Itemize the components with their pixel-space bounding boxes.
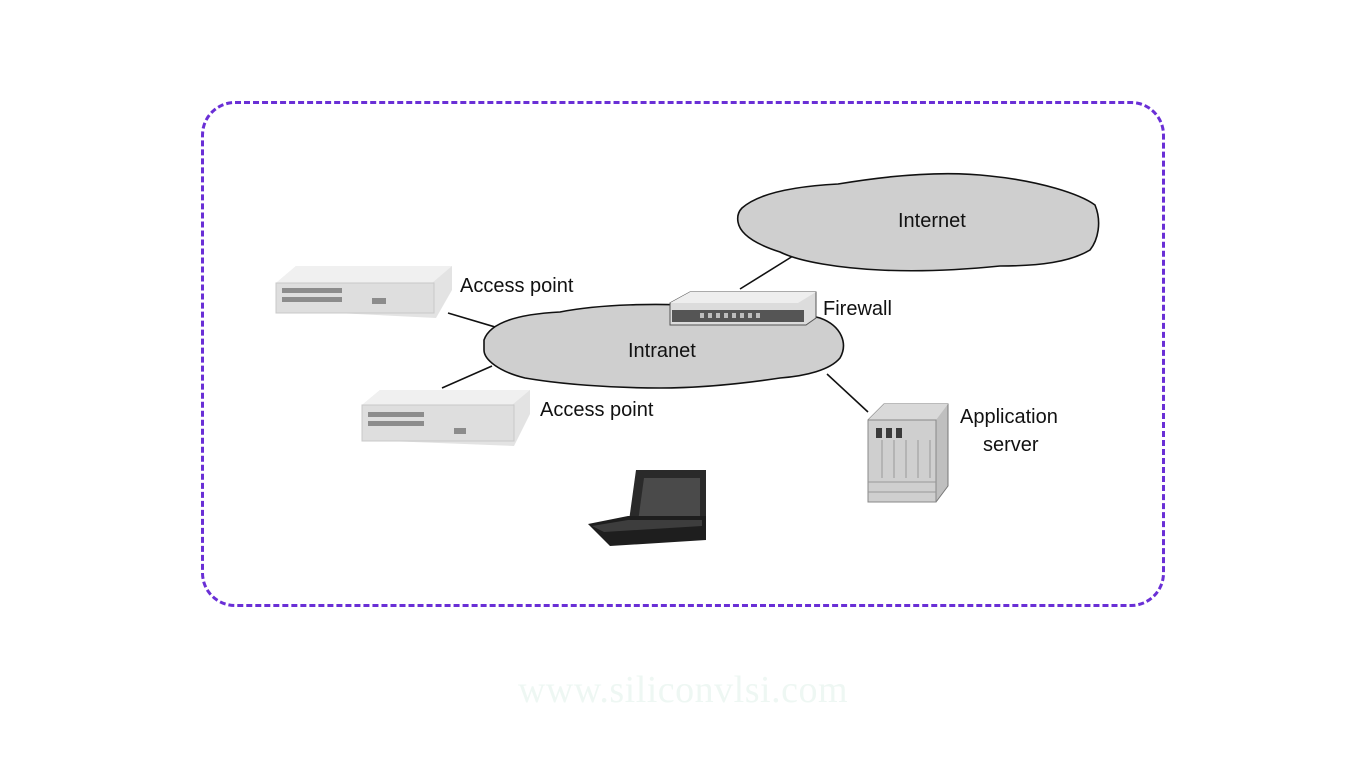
link-intranet-server: [826, 373, 869, 413]
app-server-label-line1: Application: [960, 406, 1058, 428]
internet-cloud: [736, 172, 1100, 272]
application-server-device: [867, 403, 949, 503]
access-point-2-device: [361, 390, 530, 446]
intranet-label: Intranet: [628, 340, 696, 362]
internet-label: Internet: [898, 210, 966, 232]
firewall-label: Firewall: [823, 298, 892, 320]
app-server-label-line2: server: [983, 434, 1039, 456]
firewall-device: [669, 291, 817, 326]
link-firewall-internet: [739, 255, 794, 290]
access-point-1-label: Access point: [460, 275, 574, 297]
access-point-2-label: Access point: [540, 399, 654, 421]
dashed-frame: [201, 101, 1165, 607]
access-point-1-device: [275, 266, 452, 318]
watermark-text: www.siliconvlsi.com: [517, 669, 848, 711]
laptop-console-device: [588, 470, 706, 546]
link-ap2-intranet: [441, 365, 493, 389]
